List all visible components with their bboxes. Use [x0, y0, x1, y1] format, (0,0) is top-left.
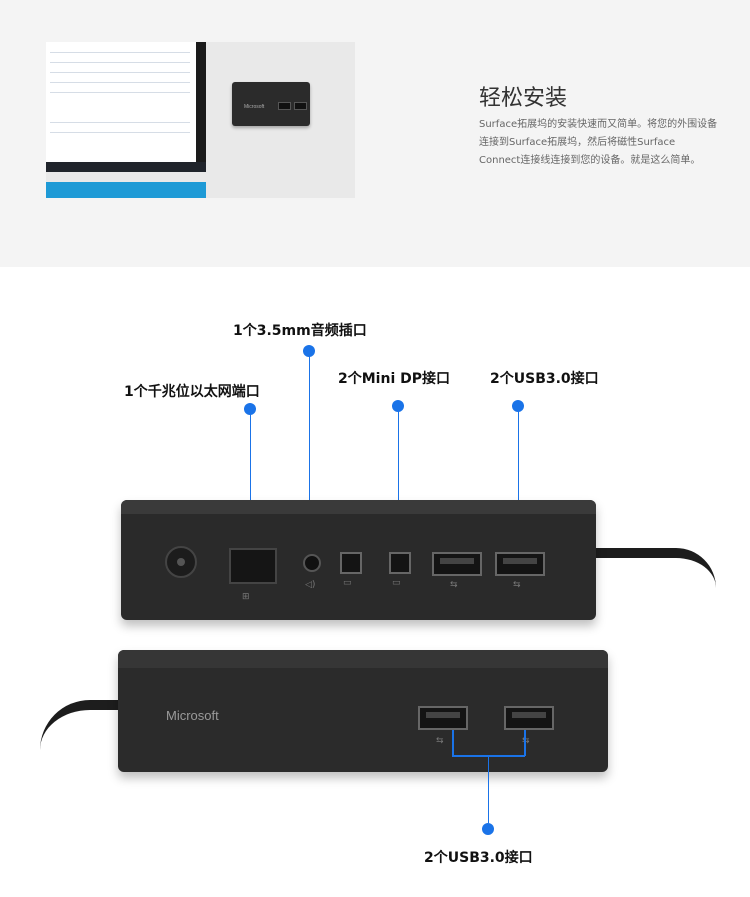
usb-icon: ⇆	[450, 580, 458, 590]
dock-logo: Microsoft	[244, 104, 265, 110]
dock-thumbnail: Microsoft	[232, 82, 310, 126]
callout-line-minidp	[397, 406, 399, 534]
callout-line-ethernet	[249, 409, 251, 550]
callout-audio: 1个3.5mm音频插口	[233, 323, 367, 339]
minidp-port	[340, 552, 362, 574]
cable	[40, 700, 130, 750]
callout-minidp: 2个Mini DP接口	[338, 371, 450, 387]
usb-port	[504, 706, 554, 730]
microsoft-logo: Microsoft	[166, 708, 219, 723]
section-title: 轻松安装	[479, 86, 568, 111]
callout-usb-front: 2个USB3.0接口	[424, 850, 533, 866]
callout-line-usb-back	[517, 406, 519, 534]
audio-port	[303, 554, 321, 572]
callout-dot-usb-front	[482, 823, 494, 835]
cable	[596, 548, 716, 588]
speaker-icon: ◁)	[305, 580, 316, 590]
power-port	[165, 546, 197, 578]
dock-back-view: ⊞ ◁) ▭ ▭ ⇆ ⇆	[121, 500, 596, 620]
usb-port	[278, 102, 291, 110]
display-port-icon: ▭	[392, 578, 401, 588]
taskbar	[46, 162, 206, 172]
usb-icon: ⇆	[522, 736, 530, 746]
section-description: Surface拓展坞的安装快速而又简单。将您的外围设备连接到Surface拓展坞…	[479, 119, 718, 166]
setup-section: Microsoft 轻松安装 Surface拓展坞的安装快速而又简单。将您的外围…	[0, 0, 750, 267]
laptop-screen	[46, 42, 206, 162]
dock-front-view: Microsoft ⇆ ⇆	[118, 650, 608, 772]
type-cover	[46, 182, 206, 198]
callout-line-audio	[308, 351, 310, 565]
callout-usb-back: 2个USB3.0接口	[490, 371, 599, 387]
callout-line-usb-front	[487, 755, 489, 823]
callout-bracket-usb-front	[452, 730, 454, 756]
usb-port	[294, 102, 307, 110]
usb-icon: ⇆	[513, 580, 521, 590]
usb-icon: ⇆	[436, 736, 444, 746]
usb-port	[418, 706, 468, 730]
usb-port	[432, 552, 482, 576]
network-icon: ⊞	[242, 592, 250, 602]
display-port-icon: ▭	[343, 578, 352, 588]
minidp-port	[389, 552, 411, 574]
callout-ethernet: 1个千兆位以太网端口	[124, 384, 260, 400]
usb-port	[495, 552, 545, 576]
setup-photo: Microsoft	[46, 42, 355, 198]
ethernet-port	[229, 548, 277, 584]
